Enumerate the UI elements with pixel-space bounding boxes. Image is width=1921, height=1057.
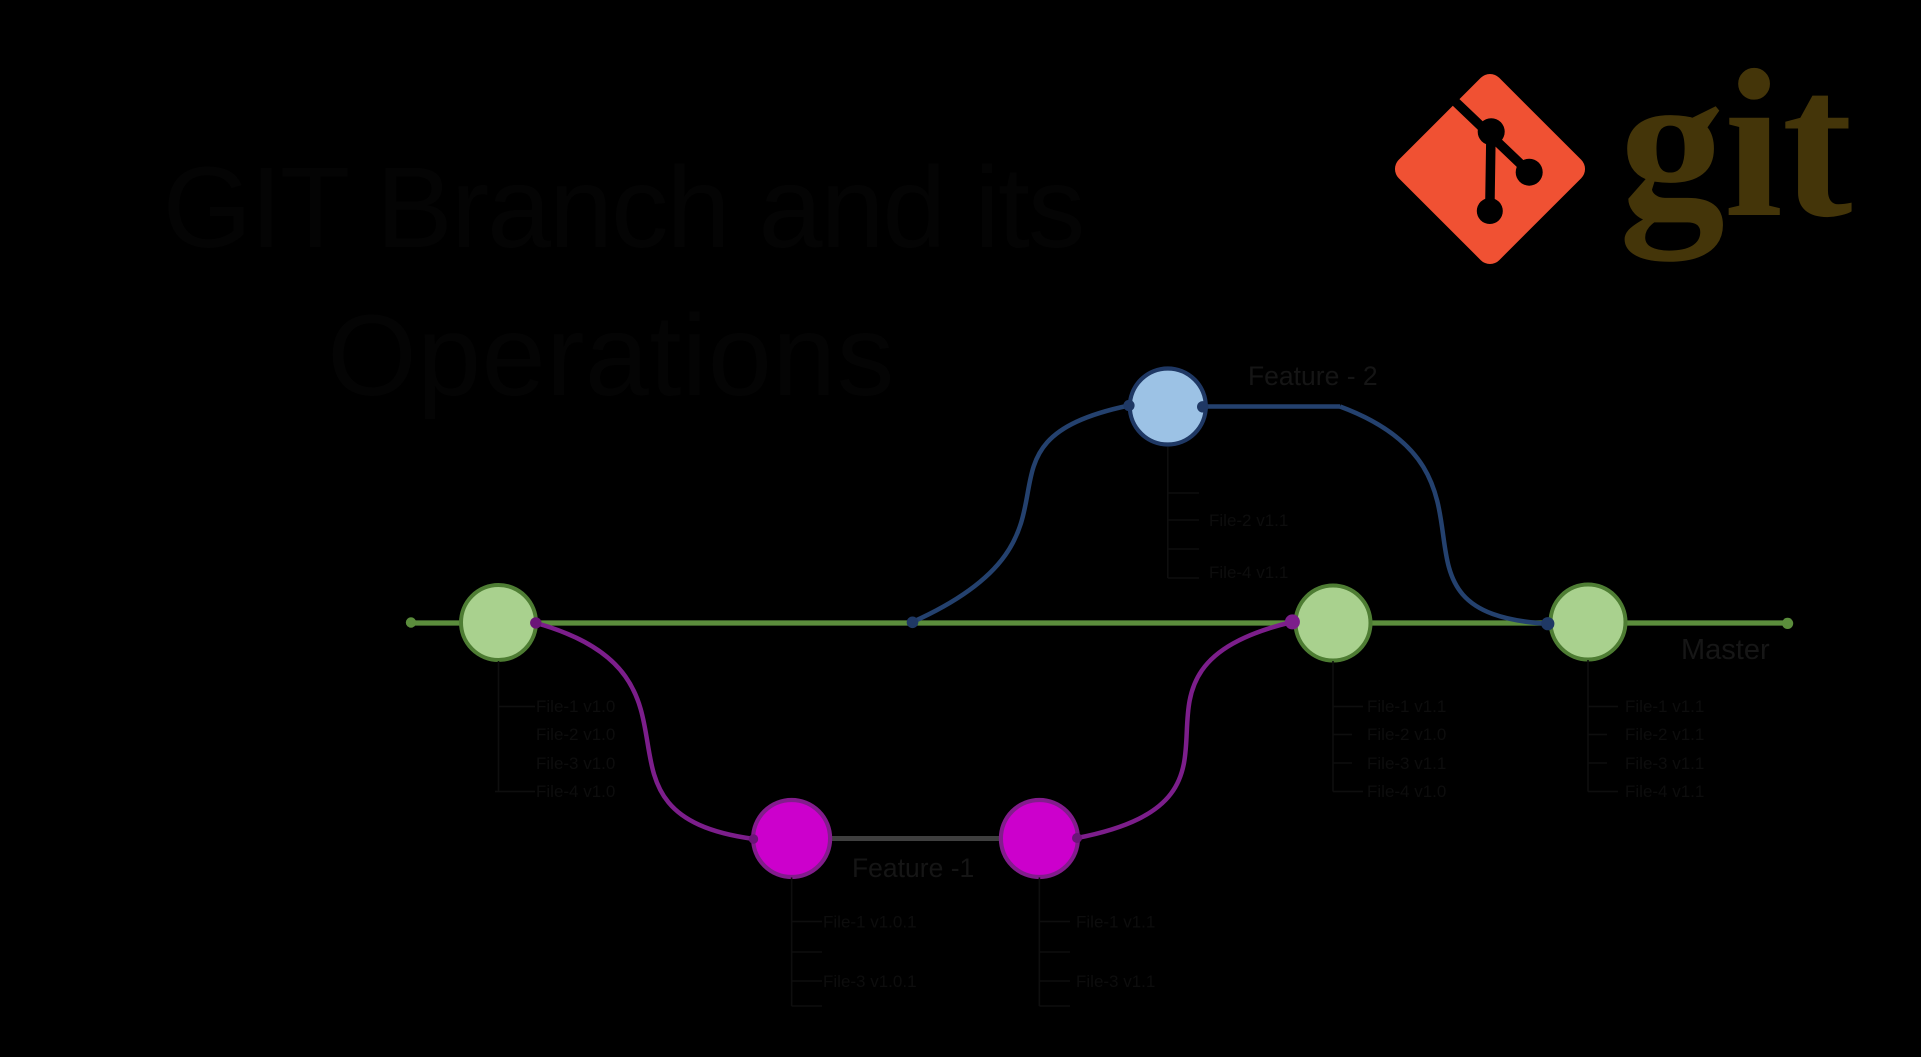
svg-text:File-3 v1.0: File-3 v1.0 [536, 754, 615, 773]
svg-text:File-3 v1.1: File-3 v1.1 [1076, 972, 1155, 991]
svg-text:File-2 v1.0: File-2 v1.0 [1367, 725, 1446, 744]
svg-text:Master: Master [1681, 634, 1770, 666]
svg-text:File-4 v1.1: File-4 v1.1 [1625, 782, 1704, 801]
svg-text:GIT Branch and its: GIT Branch and its [163, 144, 1084, 272]
svg-text:File-2 v1.1: File-2 v1.1 [1209, 511, 1288, 530]
svg-text:File-3 v1.0.1: File-3 v1.0.1 [823, 972, 917, 991]
svg-text:Feature - 2: Feature - 2 [1248, 361, 1378, 391]
svg-text:File-1 v1.0: File-1 v1.0 [536, 697, 615, 716]
svg-text:File-4 v1.0: File-4 v1.0 [1367, 782, 1446, 801]
svg-text:File-4 v1.0: File-4 v1.0 [536, 782, 615, 801]
svg-text:File-3 v1.1: File-3 v1.1 [1367, 754, 1446, 773]
svg-text:Operations: Operations [327, 292, 895, 420]
svg-text:git: git [1619, 26, 1852, 262]
svg-text:File-1 v1.0.1: File-1 v1.0.1 [823, 913, 917, 932]
svg-text:File-2 v1.1: File-2 v1.1 [1625, 725, 1704, 744]
svg-text:File-4 v1.1: File-4 v1.1 [1209, 563, 1288, 582]
svg-text:File-3 v1.1: File-3 v1.1 [1625, 754, 1704, 773]
svg-text:File-1 v1.1: File-1 v1.1 [1076, 913, 1155, 932]
svg-text:File-1 v1.1: File-1 v1.1 [1625, 697, 1704, 716]
svg-text:File-2 v1.0: File-2 v1.0 [536, 725, 615, 744]
svg-text:Feature -1: Feature -1 [852, 853, 974, 883]
svg-text:File-1 v1.1: File-1 v1.1 [1367, 697, 1446, 716]
